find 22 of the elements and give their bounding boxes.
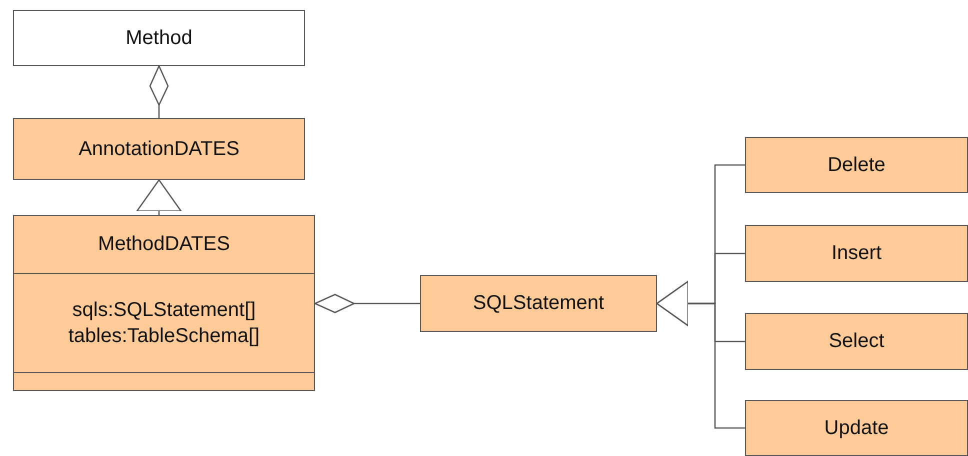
class-box: [13, 10, 305, 66]
class-name: Delete: [828, 154, 886, 176]
class-box: [745, 400, 968, 456]
class-box: [13, 118, 305, 180]
class-name: MethodDATES: [98, 233, 230, 256]
class-name: AnnotationDATES: [78, 138, 240, 160]
class-box: [420, 275, 657, 332]
aggregation-connector: [314, 294, 420, 314]
class-name: SQLStatement: [472, 292, 604, 315]
class-box: [745, 313, 968, 370]
class-name: Select: [828, 330, 884, 353]
inheritance-arrow: [656, 280, 745, 429]
attribute-text: sqls:SQLStatement[]: [72, 298, 256, 323]
class-name: Method: [126, 26, 192, 50]
class-name: Update: [824, 416, 889, 440]
class-box: [745, 137, 968, 193]
class-box: [13, 215, 315, 391]
class-name: Insert: [831, 242, 882, 265]
inheritance-arrow: [136, 179, 182, 215]
class-box: [745, 225, 968, 282]
aggregation-connector: [149, 65, 169, 118]
attribute-text: tables:TableSchema[]: [68, 324, 260, 349]
